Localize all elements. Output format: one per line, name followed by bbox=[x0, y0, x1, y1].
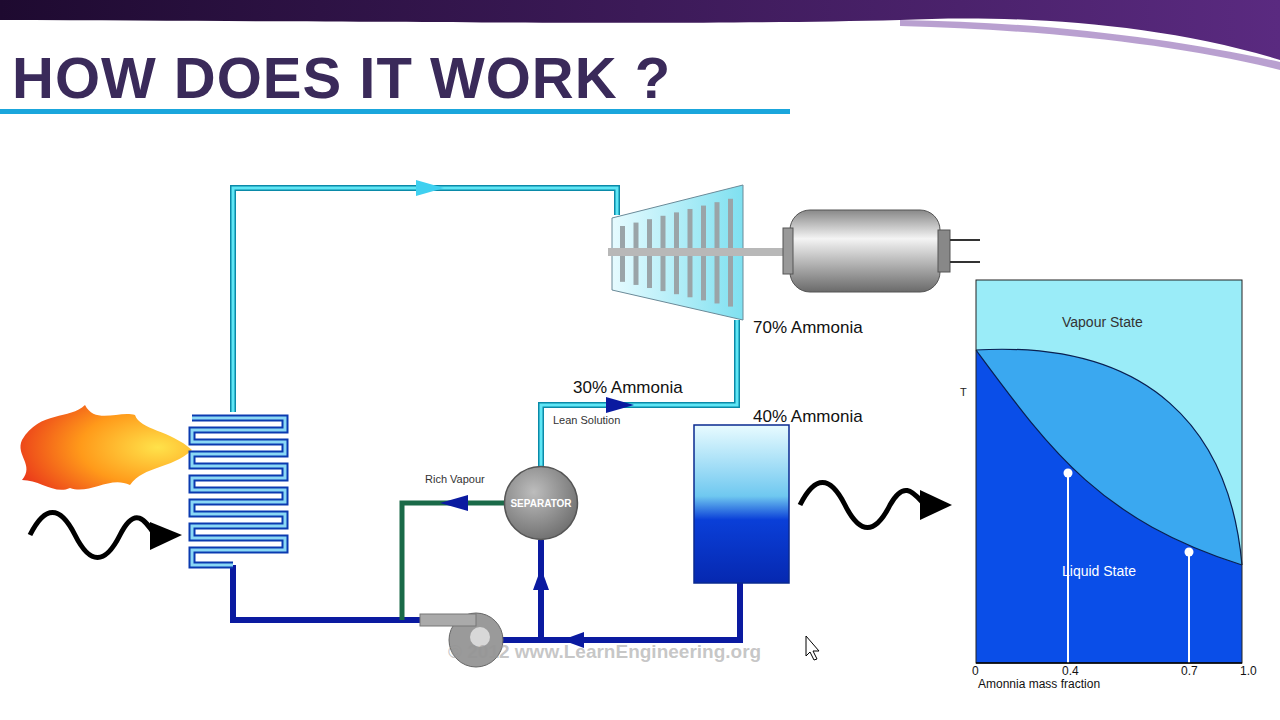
flow-label: Lean Solution bbox=[553, 414, 620, 426]
watermark: © 2012 www.LearnEngineering.org bbox=[448, 641, 761, 663]
tick-label: 1.0 bbox=[1240, 664, 1257, 678]
concentration-label: 40% Ammonia bbox=[753, 407, 863, 427]
separator-vessel: SEPARATOR bbox=[503, 465, 579, 541]
node-texts: SEPARATOR bbox=[503, 465, 579, 541]
region-label: Liquid State bbox=[1062, 563, 1136, 579]
flow-label: Rich Vapour bbox=[425, 473, 485, 485]
axis-title: Amonnia mass fraction bbox=[978, 677, 1100, 691]
node-text: SEPARATOR bbox=[510, 498, 571, 509]
concentration-label: 30% Ammonia bbox=[573, 378, 683, 398]
region-label: Vapour State bbox=[1062, 314, 1143, 330]
concentration-label: 70% Ammonia bbox=[753, 318, 863, 338]
axis-label: T bbox=[960, 386, 967, 398]
tick-label: 0 bbox=[972, 664, 979, 678]
tick-label: 0.7 bbox=[1181, 664, 1198, 678]
tick-label: 0.4 bbox=[1062, 664, 1079, 678]
title: HOW DOES IT WORK ? bbox=[12, 44, 671, 111]
